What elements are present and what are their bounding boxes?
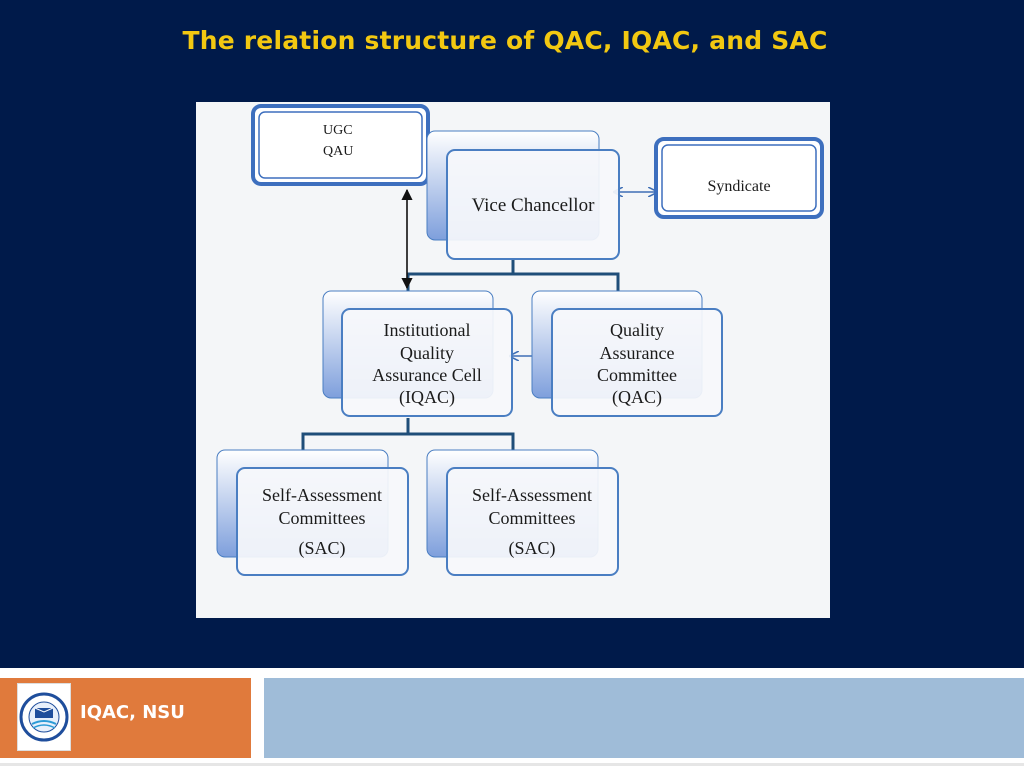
connector-lines	[301, 190, 657, 450]
node-syndicate-label: Syndicate	[707, 178, 770, 195]
node-sac-2-line-1: Self-Assessment	[472, 485, 592, 505]
footer-divider	[0, 763, 1024, 766]
node-iqac: Institutional Quality Assurance Cell (IQ…	[322, 290, 513, 417]
university-seal-icon	[17, 683, 71, 751]
node-iqac-line-1: Institutional	[384, 320, 471, 340]
connector-vc-to-level2	[406, 260, 620, 292]
node-ugc-line-2: QAU	[323, 144, 353, 159]
node-sac-2: Self-Assessment Committees (SAC)	[426, 449, 619, 576]
node-qac: Quality Assurance Committee (QAC)	[531, 290, 723, 417]
node-iqac-line-3: Assurance Cell	[372, 365, 481, 385]
node-iqac-line-4: (IQAC)	[399, 387, 455, 408]
footer-label: IQAC, NSU	[80, 702, 185, 723]
node-vice-chancellor: Vice Chancellor	[426, 130, 620, 260]
node-qac-line-4: (QAC)	[612, 387, 662, 408]
diagram-panel: UGC QAU Syndicate Vice Chancellor Instit…	[196, 102, 830, 618]
slide-title: The relation structure of QAC, IQAC, and…	[182, 26, 828, 55]
node-syndicate: Syndicate	[654, 137, 824, 219]
node-sac-1: Self-Assessment Committees (SAC)	[216, 449, 409, 576]
node-sac-1-line-3: (SAC)	[298, 538, 345, 559]
node-qac-line-1: Quality	[610, 320, 664, 340]
node-sac-1-line-2: Committees	[279, 508, 366, 528]
node-sac-2-line-2: Committees	[489, 508, 576, 528]
node-sac-2-line-3: (SAC)	[508, 538, 555, 559]
node-sac-1-line-1: Self-Assessment	[262, 485, 382, 505]
node-ugc-line-1: UGC	[323, 123, 353, 138]
node-qac-line-3: Committee	[597, 365, 677, 385]
connector-iqac-to-sac	[301, 418, 515, 450]
node-vc-label: Vice Chancellor	[472, 195, 596, 216]
org-chart: UGC QAU Syndicate Vice Chancellor Instit…	[216, 104, 824, 576]
node-qac-line-2: Assurance	[600, 343, 675, 363]
node-ugc-qau: UGC QAU	[251, 104, 430, 186]
node-iqac-line-2: Quality	[400, 343, 454, 363]
footer-right-band	[264, 678, 1024, 758]
